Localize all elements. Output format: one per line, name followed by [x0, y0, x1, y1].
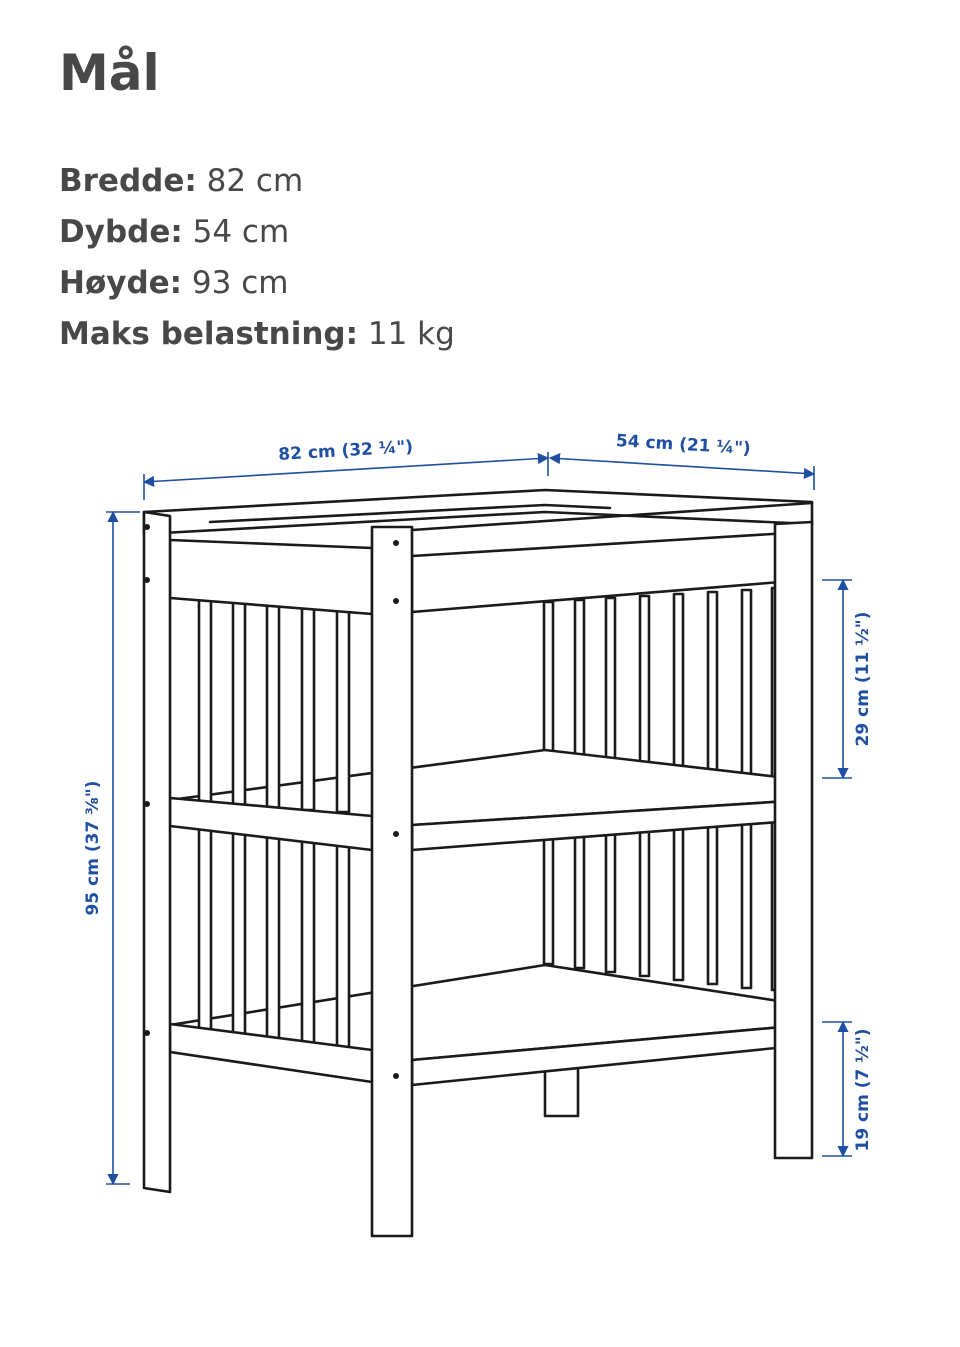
floor-clearance-label: 19 cm (7 ½") — [853, 1028, 873, 1151]
spec-width: Bredde: 82 cm — [59, 156, 455, 207]
spec-value: 54 cm — [192, 214, 290, 250]
spec-label: Maks belastning: — [59, 316, 359, 352]
spec-value: 82 cm — [206, 163, 304, 199]
front-left-leg — [142, 510, 172, 1194]
spec-label: Bredde: — [59, 163, 197, 199]
side-slats-upper — [542, 586, 783, 780]
height-label: 95 cm (37 ⅜") — [83, 781, 103, 916]
depth-dimension-line — [548, 453, 816, 479]
spec-depth: Dybde: 54 cm — [59, 207, 455, 258]
width-label: 82 cm (32 ¼") — [278, 437, 414, 465]
changing-table-drawing — [142, 488, 814, 1238]
page-title: Mål — [59, 44, 160, 102]
top-front-edge — [410, 501, 814, 532]
dimension-lines — [106, 452, 852, 1186]
spec-list: Bredde: 82 cm Dybde: 54 cm Høyde: 93 cm … — [59, 156, 455, 360]
front-corner-leg — [370, 525, 414, 1238]
spec-value: 93 cm — [191, 265, 289, 301]
top-back-rail-inner-edge — [208, 503, 612, 524]
spec-max-load: Maks belastning: 11 kg — [59, 309, 455, 360]
top-back-rail — [142, 488, 814, 536]
spec-height: Høyde: 93 cm — [59, 258, 455, 309]
spec-value: 11 kg — [367, 316, 455, 352]
front-right-leg — [773, 520, 814, 1160]
spec-label: Dybde: — [59, 214, 183, 250]
shelf-gap-label: 29 cm (11 ½") — [853, 612, 873, 747]
depth-label: 54 cm (21 ¼") — [615, 431, 751, 459]
end-slats-lower — [197, 824, 351, 1056]
spec-label: Høyde: — [59, 265, 183, 301]
screw-dots — [144, 524, 399, 1079]
width-dimension-line — [142, 453, 550, 487]
